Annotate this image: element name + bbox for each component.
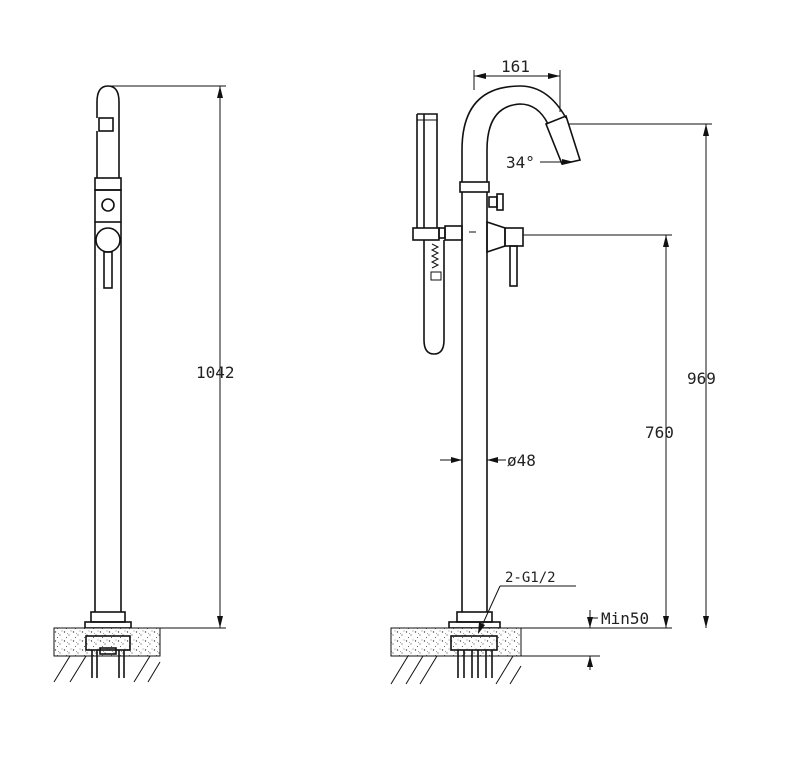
dim-diameter: ø48 (440, 451, 536, 470)
shower-holder (412, 227, 440, 241)
side-floor (390, 627, 522, 685)
front-mount-box (85, 635, 131, 651)
front-base-collar (90, 611, 126, 623)
side-mount-box (450, 635, 498, 651)
min-depth-label: Min50 (601, 609, 649, 628)
front-view (84, 85, 132, 629)
side-base-collar (456, 611, 493, 623)
dim-760: 760 (523, 234, 674, 628)
side-diverter-knob (496, 193, 504, 211)
front-handle-lever (103, 251, 113, 289)
front-diverter-knob (101, 198, 115, 212)
side-spout-inner (486, 103, 549, 182)
front-spout-top (96, 85, 120, 178)
front-diverter-block (94, 189, 122, 223)
dim-angle: 34° (506, 153, 574, 172)
front-collar (94, 177, 122, 191)
front-spout-outlet (98, 117, 114, 132)
front-handle-hub (95, 227, 121, 253)
dim-min50: Min50 (521, 609, 672, 670)
side-mixer-body (486, 220, 506, 254)
side-view (412, 85, 582, 629)
dim-969: 969 (568, 123, 716, 628)
side-shower-outlet (444, 225, 463, 241)
hand-shower (416, 113, 438, 228)
front-base-plate (84, 621, 132, 629)
dim-inlet: 2-G1/2 (478, 570, 576, 634)
dim-1042: 1042 (108, 85, 235, 629)
side-handle-cap (504, 227, 524, 247)
total-height-front-label: 1042 (196, 363, 235, 382)
side-collar (459, 181, 490, 193)
side-aerator (544, 114, 582, 165)
handle-height-label: 760 (645, 423, 674, 442)
side-handle-lever (509, 245, 518, 287)
spout-angle-label: 34° (506, 153, 535, 172)
front-floor (53, 627, 161, 683)
total-height-side-label: 969 (687, 369, 716, 388)
side-base-plate (448, 621, 501, 629)
spout-reach-label: 161 (501, 57, 530, 76)
diameter-label: ø48 (507, 451, 536, 470)
dim-161: 161 (473, 57, 561, 112)
side-spout-outer (461, 85, 567, 182)
inlet-label: 2-G1/2 (505, 570, 556, 586)
shower-hose (423, 240, 445, 355)
